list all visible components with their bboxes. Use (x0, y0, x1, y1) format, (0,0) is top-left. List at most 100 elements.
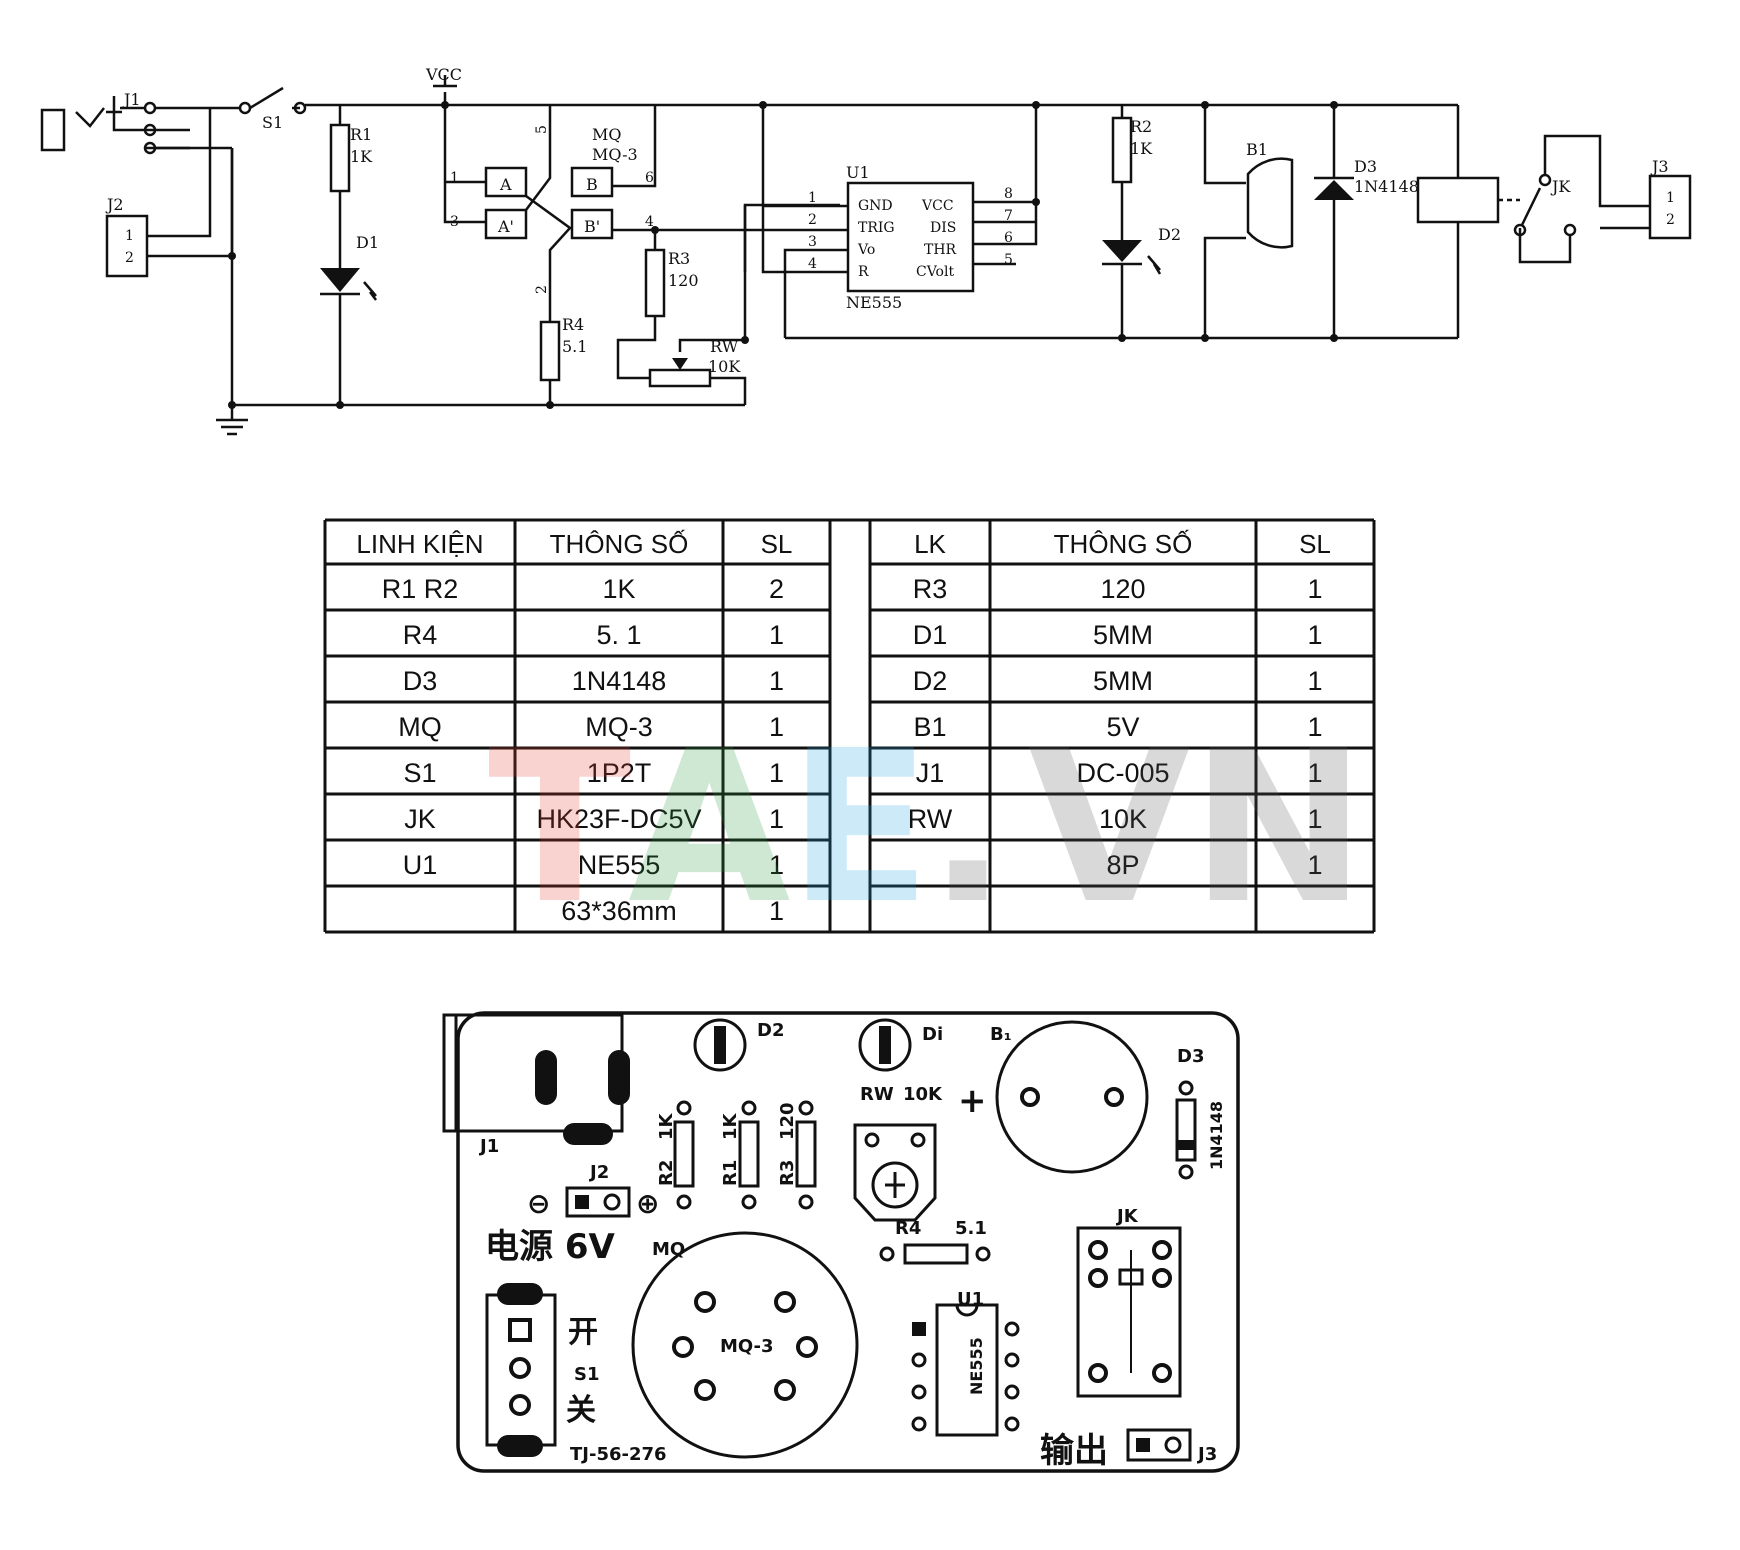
table-cell: 10K (1099, 804, 1147, 834)
table-header-cell: SL (1299, 529, 1331, 559)
r4-value: 5.1 (562, 337, 587, 356)
j3-pin2: 2 (1666, 212, 1675, 228)
r3-value: 120 (668, 271, 699, 290)
table-cell: 5V (1106, 712, 1139, 742)
mq-pin-a: A (499, 175, 512, 194)
pcb-r4-value: 5.1 (955, 1218, 987, 1239)
pcb-r1-label: R1 (720, 1160, 741, 1186)
u1-n2: 2 (808, 212, 817, 228)
table-cell: 8P (1106, 850, 1139, 880)
pcb-mq-label: MQ (652, 1239, 685, 1260)
u1-n1: 1 (808, 190, 817, 206)
j1-jack-symbol (40, 108, 66, 152)
r4-resistor (539, 320, 561, 382)
table-cell: 5MM (1093, 620, 1153, 650)
mq-p4: 4 (645, 214, 654, 230)
j3-label: J3 (1650, 157, 1669, 176)
r1-value: 1K (350, 147, 373, 166)
rw-value: 10K (708, 357, 741, 376)
table-cell: J1 (916, 758, 945, 788)
pcb-minus-symbol: ⊖ (527, 1187, 550, 1220)
table-cell: 1 (1307, 574, 1322, 604)
table-cell: 5MM (1093, 666, 1153, 696)
j2-pin2: 2 (125, 250, 134, 266)
b1-label: B1 (1246, 140, 1268, 159)
table-header-cell: THÔNG SỐ (550, 529, 689, 559)
table-cell: 1 (769, 666, 784, 696)
table-cell: DC-005 (1076, 758, 1169, 788)
pcb-d1-label: Di (922, 1024, 943, 1045)
u1-pin-thr: THR (924, 242, 957, 258)
table-cell: R4 (403, 620, 438, 650)
pcb-r2-label: R2 (656, 1160, 677, 1186)
table-cell: 1 (1307, 850, 1322, 880)
pcb-switch-off-label: 关 (566, 1393, 596, 1428)
table-cell: 1 (769, 620, 784, 650)
pcb-power-label: 电源 6V (485, 1227, 615, 1267)
j1-footprint (442, 1013, 624, 1133)
table-cell: 1 (769, 850, 784, 880)
pcb-output-label: 输出 (1040, 1431, 1108, 1471)
r2-label: R2 (1130, 117, 1152, 136)
table-cell: HK23F-DC5V (536, 804, 701, 834)
table-cell: 1 (1307, 758, 1322, 788)
table-cell: B1 (913, 712, 946, 742)
pcb-d3-value: 1N4148 (1207, 1101, 1226, 1170)
u1-pin-gnd: GND (858, 198, 893, 214)
pcb-r3-label: R3 (777, 1160, 798, 1186)
u1-pin-trig: TRIG (858, 220, 895, 236)
pcb-layout: J1 D2 Di R2 1K R1 1K R3 120 RW 10K + B₁ (442, 1011, 1240, 1473)
pcb-s1-label: S1 (574, 1364, 600, 1385)
r2-resistor (1111, 116, 1133, 184)
table-header-cell: LINH KIỆN (356, 529, 483, 559)
pcb-board-id: TJ-56-276 (570, 1444, 667, 1465)
u1-n6: 6 (1004, 230, 1013, 246)
table-cell: 1 (1307, 804, 1322, 834)
d2-label: D2 (1158, 225, 1181, 244)
mq-pin-b2: B' (584, 217, 600, 236)
table-cell: 1 (1307, 666, 1322, 696)
table-cell: JK (404, 804, 436, 834)
j2-connector (105, 214, 149, 278)
schematic: J1 J2 1 2 S1 VCC R1 1K D1 A A' 1 3 5 2 B… (40, 65, 1692, 436)
u1-n5: 5 (1004, 252, 1013, 268)
table-cell: 2 (769, 574, 784, 604)
u1-n4: 4 (808, 256, 817, 272)
pcb-j1-label: J1 (478, 1136, 499, 1157)
table-cell: D2 (913, 666, 948, 696)
u1-pin-r: R (858, 264, 869, 280)
table-cell: U1 (403, 850, 438, 880)
pcb-j2-label: J2 (588, 1162, 609, 1183)
table-cell: 120 (1100, 574, 1145, 604)
table-cell: 5. 1 (596, 620, 641, 650)
table-cell: 1 (769, 758, 784, 788)
pcb-d2-label: D2 (757, 1020, 784, 1041)
j3-pin1: 1 (1666, 190, 1675, 206)
rw-potentiometer (648, 368, 712, 388)
jk-label: JK (1550, 177, 1571, 196)
r3-label: R3 (668, 249, 690, 268)
pcb-plus-symbol: ⊕ (636, 1187, 659, 1220)
jk-relay-coil (1416, 176, 1500, 224)
table-cell: R1 R2 (382, 574, 459, 604)
mq-pin-a2: A' (497, 217, 514, 236)
u1-n8: 8 (1004, 186, 1013, 202)
table-cell: D1 (913, 620, 948, 650)
u1-pin-vo: Vo (857, 242, 875, 258)
pcb-plus-sign: + (958, 1081, 987, 1121)
table-header-cell: THÔNG SỐ (1054, 529, 1193, 559)
pcb-u1-label: U1 (957, 1289, 984, 1310)
pcb-d3-label: D3 (1177, 1046, 1204, 1067)
mq-p2: 2 (534, 285, 550, 294)
mq-value: MQ-3 (592, 145, 638, 164)
s1-label: S1 (262, 113, 283, 132)
table-cell: 1K (602, 574, 635, 604)
table-cell: MQ-3 (585, 712, 653, 742)
mq-p5: 5 (534, 125, 550, 134)
u1-pin-vcc: VCC (921, 198, 954, 214)
table-cell: 1P2T (587, 758, 652, 788)
table-cell: 1 (769, 896, 784, 926)
j1-label: J1 (122, 90, 141, 109)
table-header-cell: LK (914, 529, 946, 559)
